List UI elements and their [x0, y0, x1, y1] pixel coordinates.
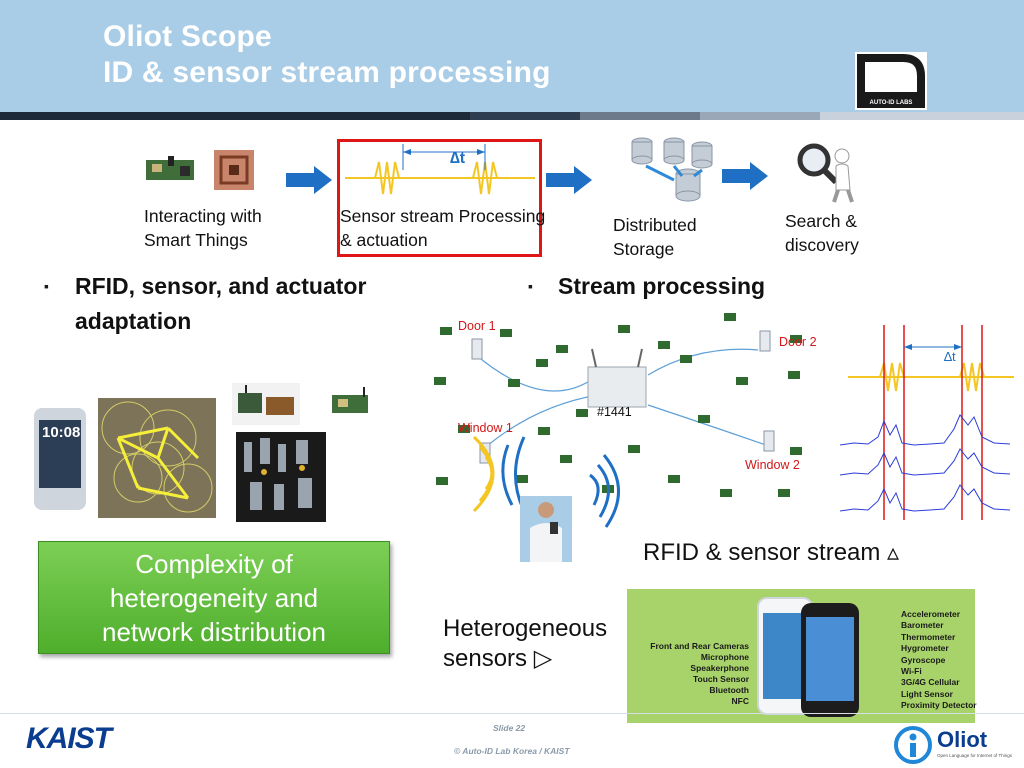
- slide-title: Oliot Scope: [103, 20, 272, 53]
- bullet-marker: ▪: [44, 278, 49, 294]
- window2-label: Window 2: [745, 458, 800, 472]
- sensor-label: Bluetooth: [709, 685, 749, 695]
- copyright-text: © Auto-ID Lab Korea / KAIST: [454, 746, 570, 756]
- reader-id-label: #1441: [597, 405, 632, 419]
- flow-arrow-2: [546, 166, 592, 194]
- step-storage-label: Distributed Storage: [613, 215, 697, 259]
- signal-timeline: [345, 144, 535, 195]
- step-processing-label: Sensor stream Processing & actuation: [340, 206, 546, 250]
- slide-header: [0, 0, 1024, 112]
- phone-sensors-panel: Front and Rear Cameras Microphone Speake…: [627, 589, 977, 723]
- sensor-network-map-image: [98, 398, 216, 518]
- sensor-label: Speakerphone: [690, 663, 749, 673]
- sensor-label: Accelerometer: [901, 609, 961, 619]
- logo-text: AUTO-ID LABS: [869, 100, 913, 106]
- footer-divider: [0, 713, 1024, 714]
- sensor-label: Hygrometer: [901, 643, 949, 654]
- phone-right-sensor-list: Accelerometer Barometer Thermometer Hygr…: [901, 609, 977, 712]
- sensor-label: Proximity Detector: [901, 700, 977, 711]
- oliot-tagline: Open Language for Internet of Things: [937, 753, 1012, 758]
- header-divider: [0, 112, 1024, 120]
- sensor-label: Microphone: [700, 652, 749, 662]
- sensor-network-diagram: [434, 313, 802, 528]
- delta-t-label: ∆t: [450, 150, 466, 167]
- oliot-logo: Oliot Open Language for Internet of Thin…: [893, 725, 1019, 765]
- sensor-board-image: [328, 385, 372, 421]
- phone-clock: 10:08: [42, 424, 81, 441]
- sensor-label: Light Sensor: [901, 688, 953, 699]
- sensor-label: Front and Rear Cameras: [650, 641, 749, 651]
- stream-signal-chart: [834, 325, 1014, 520]
- bullet-stream-processing: Stream processing: [558, 273, 766, 299]
- rfid-tag-image: [213, 149, 255, 191]
- oliot-wordmark: Oliot: [937, 727, 988, 752]
- search-magnifier-icon: [797, 143, 854, 203]
- sensor-label: Gyroscope: [901, 654, 946, 665]
- sensor-label: Wi-Fi: [901, 666, 922, 677]
- step-interacting-label: Interacting with Smart Things: [144, 206, 262, 250]
- sensor-label: Touch Sensor: [692, 674, 749, 684]
- sensor-label: 3G/4G Cellular: [901, 677, 960, 688]
- highlight-box: [337, 139, 542, 257]
- step-search-label: Search & discovery: [785, 211, 859, 255]
- auto-id-labs-logo: AUTO-ID LABS: [855, 52, 927, 110]
- flow-arrow-1: [286, 166, 332, 194]
- person-with-phone-image: [520, 496, 572, 562]
- industrial-sensors-image: [236, 432, 326, 522]
- bullet-marker: ▪: [528, 278, 533, 294]
- slide-number: Slide 22: [493, 723, 526, 733]
- door1-label: Door 1: [458, 319, 496, 333]
- phone-left-sensor-list: Front and Rear Cameras Microphone Speake…: [629, 641, 749, 707]
- flow-arrow-3: [722, 162, 768, 190]
- window1-label: Window 1: [458, 421, 513, 435]
- iphone-image: [801, 603, 859, 717]
- sensor-label: Thermometer: [901, 631, 956, 642]
- smartphone-image: 10:08: [34, 408, 86, 510]
- sensor-label: NFC: [731, 696, 749, 706]
- complexity-callout: Complexity of heterogeneity and network …: [38, 541, 390, 654]
- chart-delta-t-label: ∆t: [944, 349, 956, 364]
- door2-label: Door 2: [779, 335, 817, 349]
- kaist-logo: KAIST: [26, 722, 112, 755]
- sensor-board-image: [232, 383, 300, 425]
- sensor-board-image: [144, 152, 196, 186]
- heterogeneous-sensors-caption: Heterogeneous sensors ▷: [443, 615, 608, 672]
- bullet-rfid-adaptation: RFID, sensor, and actuator adaptation: [75, 273, 367, 334]
- database-icon: [631, 137, 713, 202]
- sensor-label: Barometer: [901, 620, 944, 631]
- rfid-stream-caption: RFID & sensor stream ▵: [643, 539, 900, 566]
- slide-subtitle: ID & sensor stream processing: [103, 56, 551, 89]
